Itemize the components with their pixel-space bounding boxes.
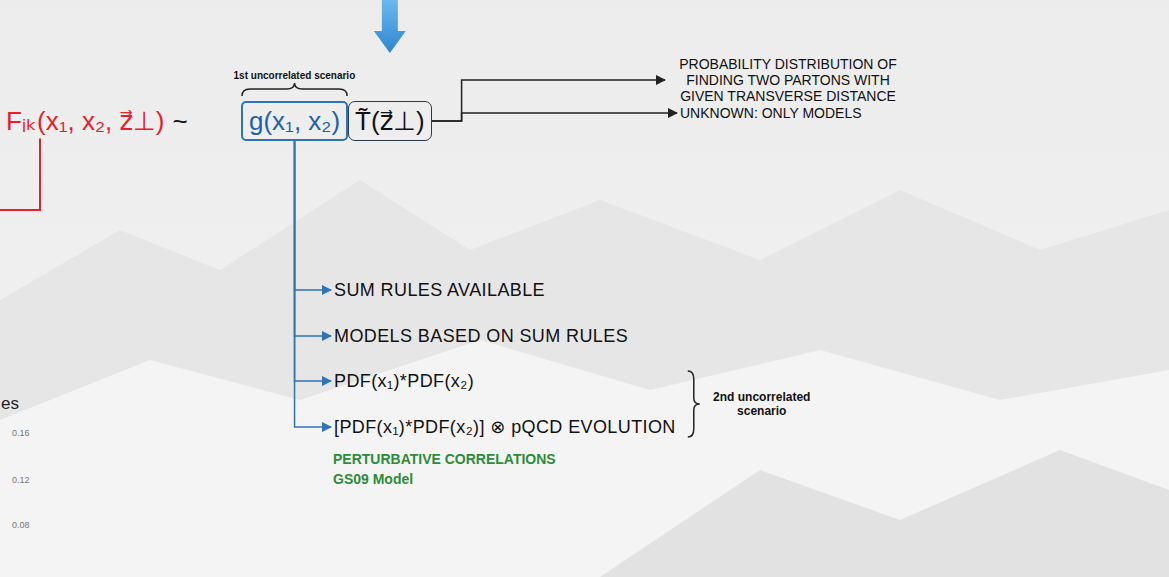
scenario-label: 1st uncorrelated scenario (234, 70, 356, 81)
formula-symbol: ~ (172, 106, 187, 137)
node-text: [PDF(x₁)*PDF(x₂)] ⊗ pQCD EVOLUTION (334, 415, 676, 439)
node-text: PROBABILITY DISTRIBUTION OF FINDING TWO … (668, 56, 908, 104)
connector-arrow (295, 141, 331, 427)
axis-tick-label: 0.08 (12, 520, 30, 530)
branch-text: PDF(x₁)*PDF(x₂) (334, 369, 474, 393)
node-text: UNKNOWN: ONLY MODELS (680, 104, 862, 122)
mountain-silhouette (600, 450, 1169, 577)
axis-tick-label: 0.16 (12, 428, 30, 438)
scenario-label: 2nd uncorrelated scenario (706, 390, 818, 418)
annotation-text: PROBABILITY DISTRIBUTION OF FINDING TWO … (668, 56, 908, 104)
curly-brace (688, 371, 700, 437)
model-note: GS09 Model (333, 471, 413, 487)
snow-slope (0, 340, 1169, 577)
highlight-bracket (0, 139, 40, 211)
connector-arrow (432, 80, 665, 121)
node-text: T̃(z⃗⊥) (355, 106, 425, 137)
axis-title-fragment: es (1, 394, 19, 414)
curly-brace (242, 83, 347, 96)
connector-arrow (295, 141, 331, 381)
mountain-silhouette (0, 180, 1169, 577)
branch-text: MODELS BASED ON SUM RULES (334, 324, 628, 348)
connector-arrow (432, 113, 677, 121)
axis-tick-label: 0.12 (12, 475, 30, 485)
connector-arrow (295, 141, 331, 290)
node-text: MODELS BASED ON SUM RULES (334, 324, 628, 348)
branch-text: [PDF(x₁)*PDF(x₂)] ⊗ pQCD EVOLUTION (334, 415, 676, 439)
formula-text: Fᵢₖ(x₁, x₂, z⃗⊥) (6, 106, 164, 137)
pointer-arrow (374, 0, 406, 53)
model-note: PERTURBATIVE CORRELATIONS (333, 451, 556, 467)
annotation-text: UNKNOWN: ONLY MODELS (680, 104, 862, 122)
branch-text: SUM RULES AVAILABLE (334, 278, 545, 302)
formula-box: g(x₁, x₂) (241, 101, 348, 141)
connector-arrow (295, 141, 331, 336)
formula-box: T̃(z⃗⊥) (348, 101, 432, 141)
node-text: SUM RULES AVAILABLE (334, 278, 545, 302)
node-text: g(x₁, x₂) (249, 106, 340, 137)
node-text: PDF(x₁)*PDF(x₂) (334, 369, 474, 393)
